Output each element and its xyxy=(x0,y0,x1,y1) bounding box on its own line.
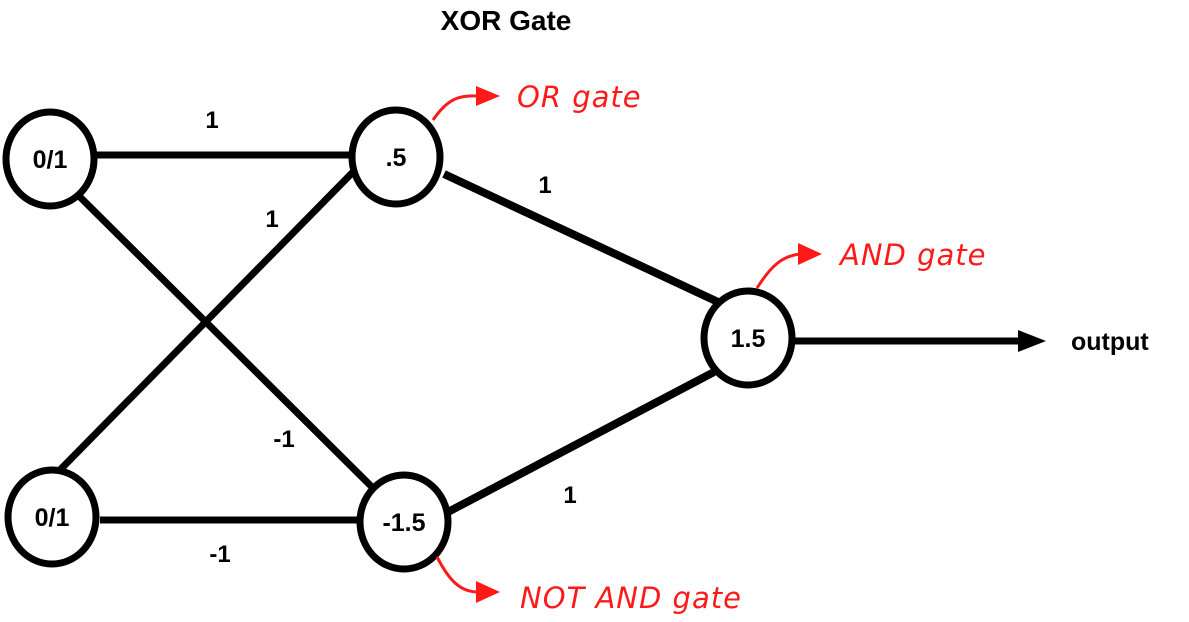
node-input-top: 0/1 xyxy=(2,108,98,210)
weight-label: 1 xyxy=(205,107,218,134)
node-label: -1.5 xyxy=(382,509,425,537)
red-arrow-icon xyxy=(476,581,500,603)
weight-label: -1 xyxy=(273,426,294,453)
node-input-bottom: 0/1 xyxy=(4,466,100,568)
annotation-text: OR gate xyxy=(517,80,642,114)
weight-label: 1 xyxy=(563,482,576,509)
arrowhead-icon xyxy=(1018,330,1046,352)
node-hidden-bottom: -1.5 xyxy=(356,471,452,573)
output-arrow xyxy=(795,330,1046,352)
output-label: output xyxy=(1071,328,1149,356)
edge-in-bottom-hidden-top xyxy=(54,169,356,476)
annotation-and-gate: AND gate xyxy=(755,238,986,289)
red-arrow-icon xyxy=(798,243,822,265)
node-label: 1.5 xyxy=(731,325,766,353)
diagram-title: XOR Gate xyxy=(441,5,572,36)
weight-label: 1 xyxy=(538,172,551,199)
weight-label: 1 xyxy=(265,206,278,233)
node-hidden-top: .5 xyxy=(348,106,444,208)
edge-hidden-top-output xyxy=(442,170,720,306)
weight-label: -1 xyxy=(209,541,230,568)
annotation-or-gate: OR gate xyxy=(431,80,642,121)
edge-hidden-bottom-output xyxy=(446,368,716,516)
node-label: .5 xyxy=(386,144,407,172)
annotation-text: NOT AND gate xyxy=(520,581,742,615)
annotation-text: AND gate xyxy=(838,238,986,272)
edge-in-top-hidden-bottom xyxy=(75,192,376,491)
node-label: 0/1 xyxy=(33,146,68,174)
node-output: 1.5 xyxy=(700,287,796,389)
edges xyxy=(54,151,720,524)
annotation-not-and-gate: NOT AND gate xyxy=(435,556,742,615)
node-label: 0/1 xyxy=(35,504,70,532)
red-arrow-icon xyxy=(476,86,500,106)
